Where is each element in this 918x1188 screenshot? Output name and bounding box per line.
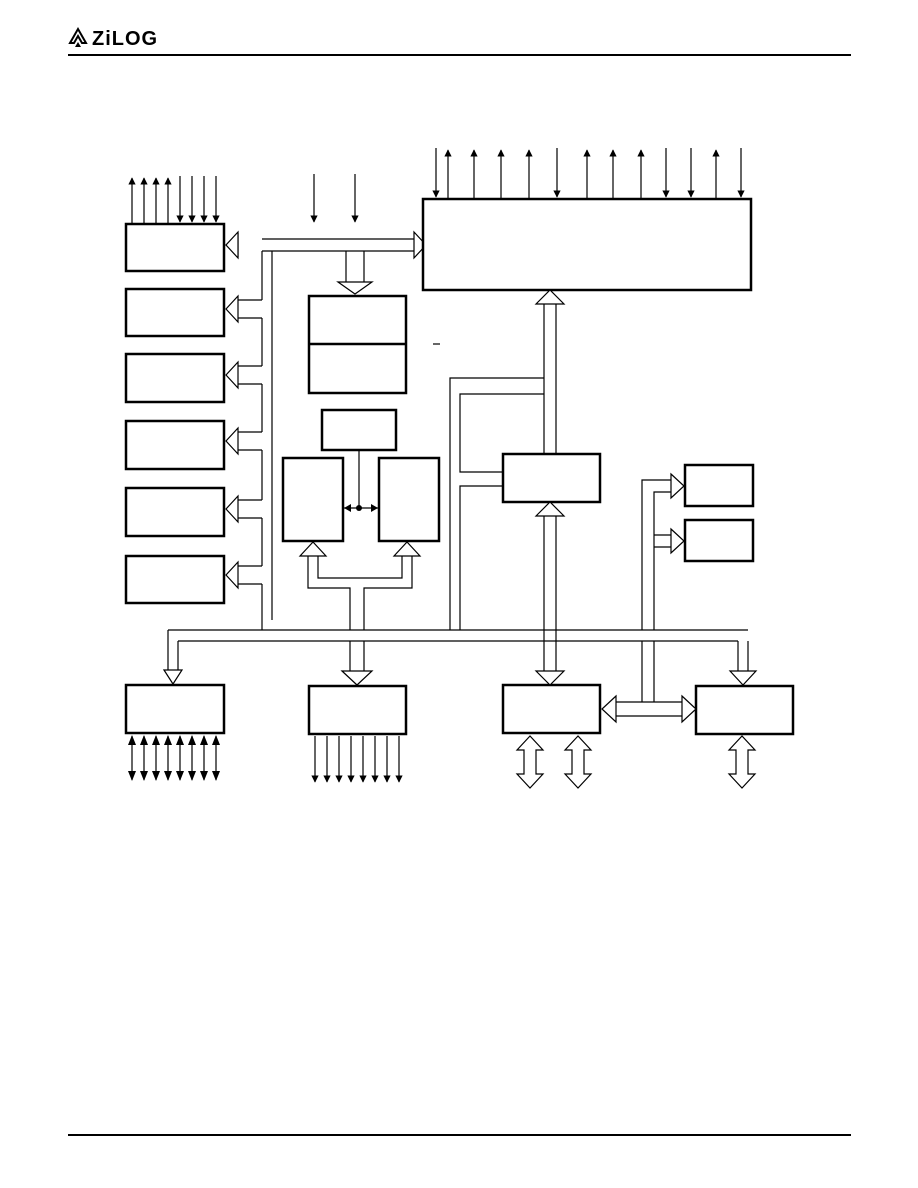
port-5-io-arrows xyxy=(727,735,757,789)
control-block xyxy=(421,197,753,292)
lower-bus xyxy=(167,629,748,670)
port-1-b-block xyxy=(124,352,226,404)
port-1-c-block xyxy=(124,419,226,471)
side-block-bottom xyxy=(683,518,755,563)
port4-port5-link xyxy=(601,641,697,724)
port-2-pins xyxy=(311,736,403,783)
bus-interface-down-arrow-top xyxy=(534,501,566,517)
zilog-logo-text: ZiLOG xyxy=(92,28,158,50)
bus-to-register-file xyxy=(345,251,365,282)
header-rule xyxy=(68,54,851,56)
left-bus-stubs xyxy=(238,299,263,630)
bus-interface-up-bus xyxy=(543,304,557,454)
side-bottom-arrow xyxy=(670,527,685,555)
port-2-block xyxy=(307,684,408,736)
port-0-arrow xyxy=(162,669,184,686)
alu-feed-bus xyxy=(307,556,413,630)
port-5-block xyxy=(694,684,795,736)
port-0-block xyxy=(124,683,226,735)
footer-rule xyxy=(68,1134,851,1136)
port-2-arrow xyxy=(340,670,374,686)
small-block xyxy=(320,408,398,452)
register-file-arrow xyxy=(336,281,374,295)
alu-right-block xyxy=(377,456,441,543)
bus-interface-left-bus xyxy=(449,377,544,630)
port-4-io-arrows xyxy=(515,735,593,789)
bus-left-arrow xyxy=(225,230,239,260)
port-3-pins xyxy=(128,176,220,224)
alu-link xyxy=(344,504,378,512)
bus-to-control-arrow xyxy=(413,230,427,260)
side-blocks-bus xyxy=(641,479,671,630)
bus-interface-block xyxy=(501,452,602,504)
alu-left-arrow xyxy=(298,541,328,557)
port-5-arrow xyxy=(728,670,758,686)
port-3-block xyxy=(124,222,226,273)
port-0-pins xyxy=(128,735,220,781)
port-2-bus xyxy=(349,641,365,671)
alu-right-arrow xyxy=(392,541,422,557)
port-4-arrow xyxy=(534,670,566,686)
clock-inputs xyxy=(310,174,359,223)
control-pins xyxy=(432,148,745,199)
port-1-d-block xyxy=(124,486,226,538)
bus-interface-down-bus xyxy=(543,516,557,671)
left-block-arrows xyxy=(225,232,239,590)
zilog-logo: ZiLOG xyxy=(68,26,158,50)
alu-left-block xyxy=(281,456,345,543)
port-1-a-block xyxy=(124,287,226,338)
port-4-block xyxy=(501,683,602,735)
side-block-top xyxy=(683,463,755,508)
control-up-arrow xyxy=(534,289,566,305)
page-header: ZiLOG xyxy=(0,0,918,60)
port-1-e-block xyxy=(124,554,226,605)
main-bus xyxy=(261,238,414,620)
port-5-bus xyxy=(737,641,749,671)
zilog-logo-icon xyxy=(68,26,88,47)
side-top-arrow xyxy=(670,472,685,500)
